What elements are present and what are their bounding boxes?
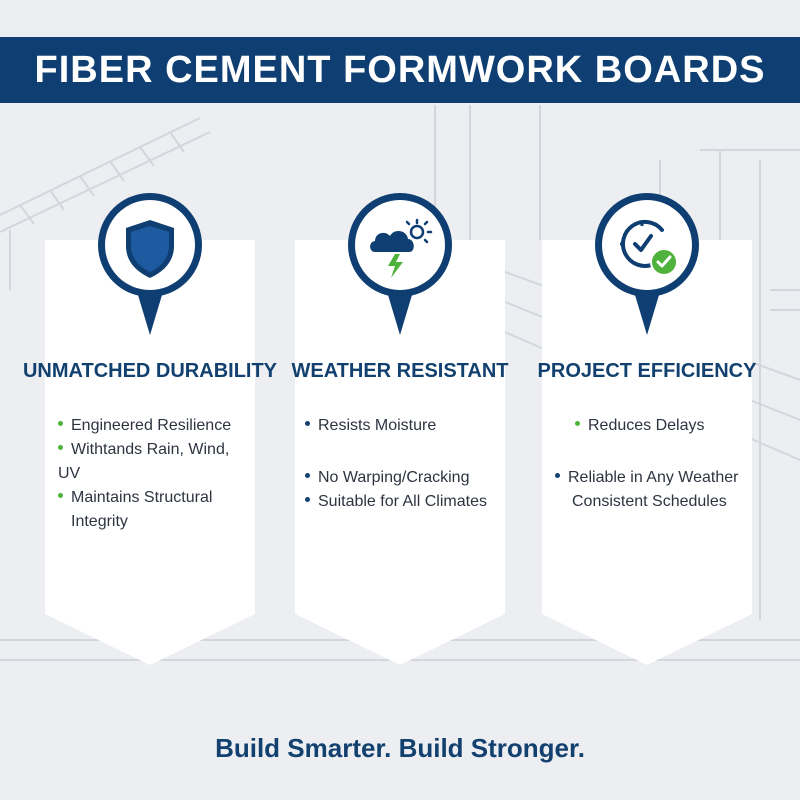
pin-weather — [345, 190, 455, 340]
shield-icon — [126, 220, 174, 278]
list-item: Reduces Delays — [555, 414, 745, 438]
pin-efficiency — [592, 190, 702, 340]
list-item-text: Resists Moisture — [318, 417, 437, 434]
list-item: No Warping/Cracking — [305, 466, 495, 490]
title-banner: FIBER CEMENT FORMWORK BOARDS — [0, 37, 800, 103]
efficiency-list: Reduces Delays Reliable in Any Weather C… — [555, 414, 745, 514]
list-item: Suitable for All Climates — [305, 490, 495, 514]
banner-title: FIBER CEMENT FORMWORK BOARDS — [34, 48, 766, 91]
list-item: Engineered Resilience — [58, 414, 248, 438]
list-item-text: Engineered Resilience — [71, 417, 232, 434]
list-item-text: Suitable for All Climates — [318, 493, 487, 510]
list-item-text: Reduces Delays — [588, 417, 705, 434]
bullet-dot — [575, 421, 580, 427]
list-spacer — [305, 438, 495, 466]
list-item: Withtands Rain, Wind, UV — [58, 438, 248, 486]
tagline: Build Smarter. Build Stronger. — [215, 733, 585, 763]
bullet-dot — [58, 445, 63, 451]
card-title-durability: UNMATCHED DURABILITY — [22, 360, 278, 382]
weather-storm-icon — [370, 218, 433, 278]
bullet-dot — [305, 421, 310, 427]
list-item: Reliable in Any Weather — [555, 466, 745, 490]
bullet-dot — [58, 493, 63, 499]
weather-list: Resists Moisture No Warping/Cracking Sui… — [305, 414, 495, 514]
clock-check-icon — [620, 219, 678, 276]
list-item-text: Maintains Structural — [71, 489, 213, 506]
durability-list: Engineered Resilience Withtands Rain, Wi… — [58, 414, 248, 534]
card-title-efficiency: PROJECT EFFICIENCY — [537, 360, 757, 382]
list-item-text: Reliable in Any Weather — [568, 469, 739, 486]
list-item-text: Withtands Rain, Wind, UV — [58, 441, 230, 482]
list-item-continuation: Consistent Schedules — [555, 490, 745, 514]
list-item-text: No Warping/Cracking — [318, 469, 470, 486]
bullet-dot — [58, 421, 63, 427]
card-title-weather: WEATHER RESISTANT — [291, 360, 509, 382]
bullet-dot — [555, 473, 560, 479]
bullet-dot — [305, 473, 310, 479]
bullet-dot — [305, 497, 310, 503]
list-item-text: Integrity — [71, 513, 128, 530]
pin-durability — [95, 190, 205, 340]
list-item-text: Consistent Schedules — [572, 493, 727, 510]
list-item: Resists Moisture — [305, 414, 495, 438]
list-spacer — [555, 438, 745, 466]
list-item: Maintains Structural — [58, 486, 248, 510]
list-item-continuation: Integrity — [58, 510, 248, 534]
